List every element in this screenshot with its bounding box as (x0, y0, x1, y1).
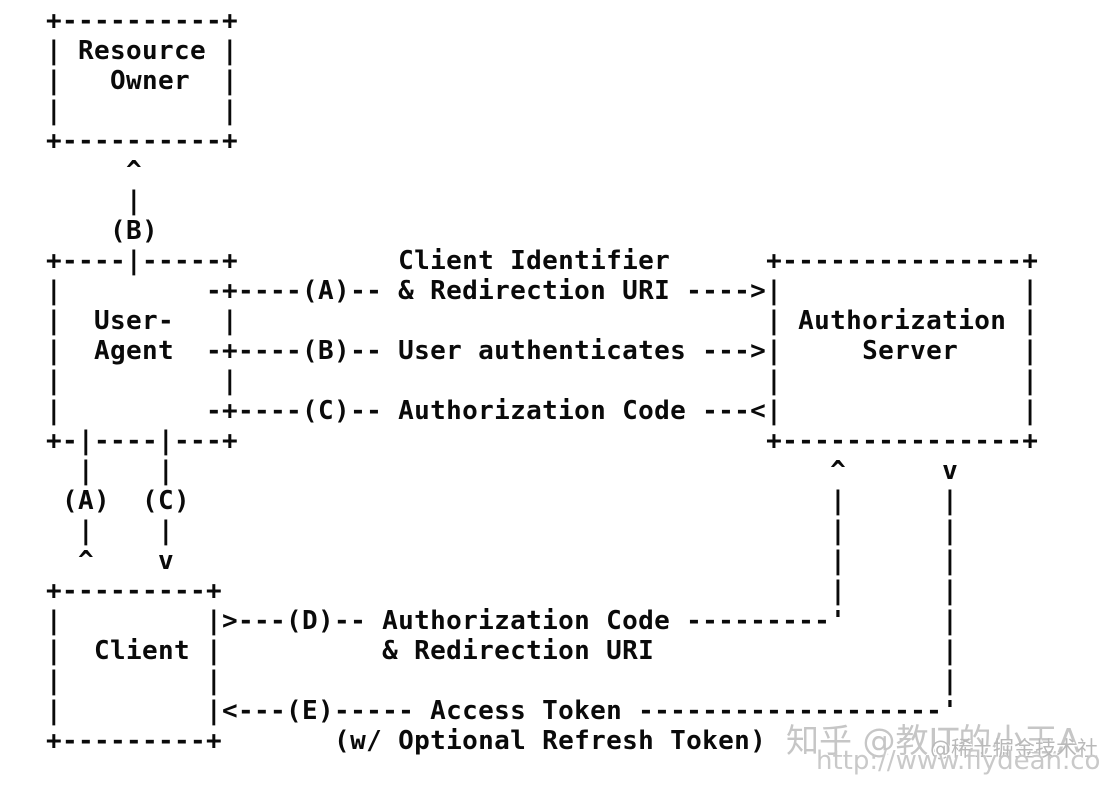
oauth-authorization-code-flow-ascii-diagram: +----------+ | Resource | | Owner | | | … (46, 6, 1039, 756)
